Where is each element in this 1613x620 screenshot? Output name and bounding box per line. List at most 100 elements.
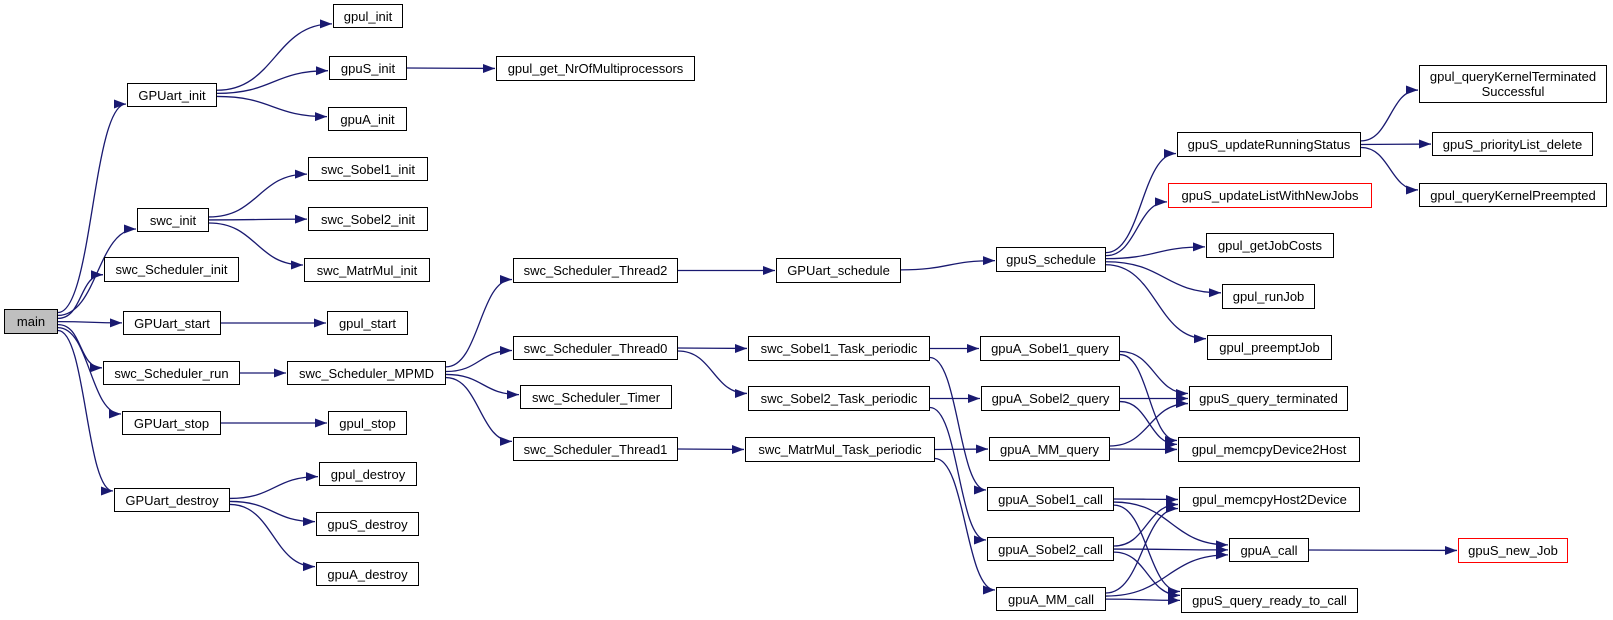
node-label: GPUart_destroy [125,492,219,508]
graph-node-gpuA_Sobel1_query[interactable]: gpuA_Sobel1_query [980,336,1120,361]
graph-node-swc_Scheduler_Timer[interactable]: swc_Scheduler_Timer [520,385,672,409]
node-label: gpuS_priorityList_delete [1442,136,1583,152]
node-label: gpul_destroy [330,466,406,482]
node-label: swc_init [149,212,197,228]
graph-node-GPUart_stop[interactable]: GPUart_stop [122,411,221,435]
graph-node-gpuA_Sobel2_call[interactable]: gpuA_Sobel2_call [987,537,1114,561]
graph-node-gpuS_updateListWithNewJobs[interactable]: gpuS_updateListWithNewJobs [1168,183,1372,208]
graph-node-gpul_init[interactable]: gpul_init [333,4,403,28]
edge-gpuA_Sobel2_call-to-gpuA_call [1113,545,1229,555]
graph-node-gpuA_Sobel2_query[interactable]: gpuA_Sobel2_query [981,386,1120,411]
node-label: GPUart_stop [133,415,210,431]
node-label: GPUart_init [138,87,206,103]
graph-node-gpuA_MM_call[interactable]: gpuA_MM_call [996,587,1106,611]
edge-swc_Scheduler_MPMD-to-swc_Scheduler_Timer [445,373,520,400]
graph-node-gpuS_destroy[interactable]: gpuS_destroy [316,512,419,536]
graph-node-gpul_start[interactable]: gpul_start [327,311,408,335]
node-label: gpuS_query_terminated [1199,391,1338,406]
edge-main-to-GPUart_stop [57,326,122,419]
edge-gpuA_MM_query-to-gpuS_query_terminated [1109,399,1189,447]
graph-node-gpul_memcpyHost2Device[interactable]: gpul_memcpyHost2Device [1179,487,1360,512]
edge-swc_Scheduler_Thread0-to-swc_Sobel2_Task_periodic [677,350,748,398]
graph-node-swc_Sobel1_init[interactable]: swc_Sobel1_init [308,157,428,181]
edge-main-to-GPUart_init [57,99,127,314]
graph-node-gpuA_destroy[interactable]: gpuA_destroy [316,562,419,586]
edge-gpuA_MM_call-to-gpuA_call [1105,550,1229,597]
edge-gpuA_Sobel1_query-to-gpuS_query_terminated [1119,350,1189,398]
graph-node-gpul_getJobCosts[interactable]: gpul_getJobCosts [1206,233,1334,258]
edge-GPUart_destroy-to-gpuA_destroy [229,503,316,572]
graph-node-gpul_queryKernelTerminatedSuccessful[interactable]: gpul_queryKernelTerminated Successful [1419,65,1607,103]
edge-gpuS_schedule-to-gpuS_updateRunningStatus [1105,149,1177,254]
graph-node-gpuS_init[interactable]: gpuS_init [329,56,407,80]
graph-node-GPUart_init[interactable]: GPUart_init [127,83,217,107]
edge-GPUart_init-to-gpuS_init [216,66,329,95]
graph-node-gpul_destroy[interactable]: gpul_destroy [319,462,417,486]
graph-node-gpuS_new_Job[interactable]: gpuS_new_Job [1458,538,1568,563]
edge-GPUart_destroy-to-gpuS_destroy [229,500,316,527]
graph-node-GPUart_destroy[interactable]: GPUart_destroy [114,488,230,512]
edge-swc_Sobel2_Task_periodic-to-gpuA_Sobel2_call [929,406,987,545]
graph-node-gpul_memcpyDevice2Host[interactable]: gpul_memcpyDevice2Host [1178,437,1360,462]
graph-node-swc_Scheduler_MPMD[interactable]: swc_Scheduler_MPMD [287,361,446,385]
node-label: swc_Scheduler_Thread1 [523,441,668,457]
graph-node-gpul_get_NrOfMultiprocessors[interactable]: gpul_get_NrOfMultiprocessors [496,56,695,81]
node-label: gpuA_Sobel2_call [998,541,1103,557]
edge-swc_Scheduler_MPMD-to-swc_Scheduler_Thread0 [445,346,513,373]
node-label: gpuA_call [1240,542,1298,558]
graph-node-swc_MatrMul_Task_periodic[interactable]: swc_MatrMul_Task_periodic [745,437,935,462]
edge-gpuA_Sobel1_call-to-gpuS_query_ready_to_call [1113,504,1181,596]
graph-node-GPUart_schedule[interactable]: GPUart_schedule [776,258,901,283]
node-label: gpul_preemptJob [1219,340,1320,355]
node-label: gpul_start [338,315,397,331]
node-label: gpul_memcpyDevice2Host [1191,442,1347,457]
graph-node-swc_Sobel1_Task_periodic[interactable]: swc_Sobel1_Task_periodic [748,336,930,361]
edge-gpuS_schedule-to-gpul_preemptJob [1105,264,1207,344]
node-label: gpuA_init [340,111,395,127]
edge-gpuA_MM_call-to-gpul_memcpyHost2Device [1105,504,1179,594]
graph-node-swc_Scheduler_Thread1[interactable]: swc_Scheduler_Thread1 [513,437,678,461]
graph-node-gpuA_Sobel1_call[interactable]: gpuA_Sobel1_call [987,487,1114,511]
graph-node-gpul_runJob[interactable]: gpul_runJob [1222,284,1315,309]
graph-node-swc_Sobel2_Task_periodic[interactable]: swc_Sobel2_Task_periodic [748,386,930,411]
graph-node-gpul_stop[interactable]: gpul_stop [328,411,407,435]
edge-gpuA_MM_call-to-gpuS_query_ready_to_call [1105,595,1181,605]
node-label: swc_Sobel1_Task_periodic [760,341,918,356]
graph-node-swc_Scheduler_Thread2[interactable]: swc_Scheduler_Thread2 [513,258,678,283]
edge-swc_init-to-swc_Sobel1_init [208,169,308,218]
graph-node-swc_init[interactable]: swc_init [137,208,209,232]
edge-gpuS_updateRunningStatus-to-gpul_queryKernelPreempted [1360,146,1419,195]
node-label: gpul_memcpyHost2Device [1192,492,1347,507]
graph-node-swc_Sobel2_init[interactable]: swc_Sobel2_init [308,207,428,231]
graph-node-gpuA_init[interactable]: gpuA_init [328,107,407,131]
graph-node-gpuS_query_terminated[interactable]: gpuS_query_terminated [1189,386,1348,411]
node-label: swc_Scheduler_init [115,262,228,277]
graph-node-gpuA_MM_query[interactable]: gpuA_MM_query [989,437,1110,461]
node-label: gpuS_schedule [1006,252,1096,267]
graph-node-swc_Scheduler_run[interactable]: swc_Scheduler_run [103,361,240,385]
edge-gpuS_schedule-to-gpul_runJob [1105,261,1222,298]
node-label: gpuS_query_ready_to_call [1192,593,1347,608]
graph-node-gpul_preemptJob[interactable]: gpul_preemptJob [1207,335,1332,360]
graph-node-swc_Scheduler_init[interactable]: swc_Scheduler_init [104,257,239,282]
edge-gpuA_Sobel1_query-to-gpul_memcpyDevice2Host [1119,353,1178,445]
node-label: gpuS_updateListWithNewJobs [1181,188,1359,203]
graph-node-gpul_queryKernelPreempted[interactable]: gpul_queryKernelPreempted [1419,183,1607,207]
graph-node-swc_MatrMul_init[interactable]: swc_MatrMul_init [304,258,430,282]
graph-node-gpuA_call[interactable]: gpuA_call [1229,538,1309,562]
node-label: swc_Sobel2_Task_periodic [760,391,918,406]
graph-node-gpuS_schedule[interactable]: gpuS_schedule [996,247,1106,272]
graph-node-gpuS_query_ready_to_call[interactable]: gpuS_query_ready_to_call [1181,588,1358,613]
graph-node-gpuS_priorityList_delete[interactable]: gpuS_priorityList_delete [1432,132,1593,156]
node-label: gpul_queryKernelTerminated Successful [1429,69,1597,99]
node-label: gpuA_Sobel1_call [998,491,1103,507]
graph-node-gpuS_updateRunningStatus[interactable]: gpuS_updateRunningStatus [1177,132,1361,157]
edge-GPUart_init-to-gpul_init [216,19,333,91]
edge-swc_Sobel1_Task_periodic-to-gpuA_Sobel1_call [929,356,987,495]
graph-node-swc_Scheduler_Thread0[interactable]: swc_Scheduler_Thread0 [513,336,678,360]
node-label: gpul_get_NrOfMultiprocessors [507,61,684,76]
graph-node-GPUart_start[interactable]: GPUart_start [123,311,221,335]
edge-main-to-GPUart_start [57,318,123,328]
